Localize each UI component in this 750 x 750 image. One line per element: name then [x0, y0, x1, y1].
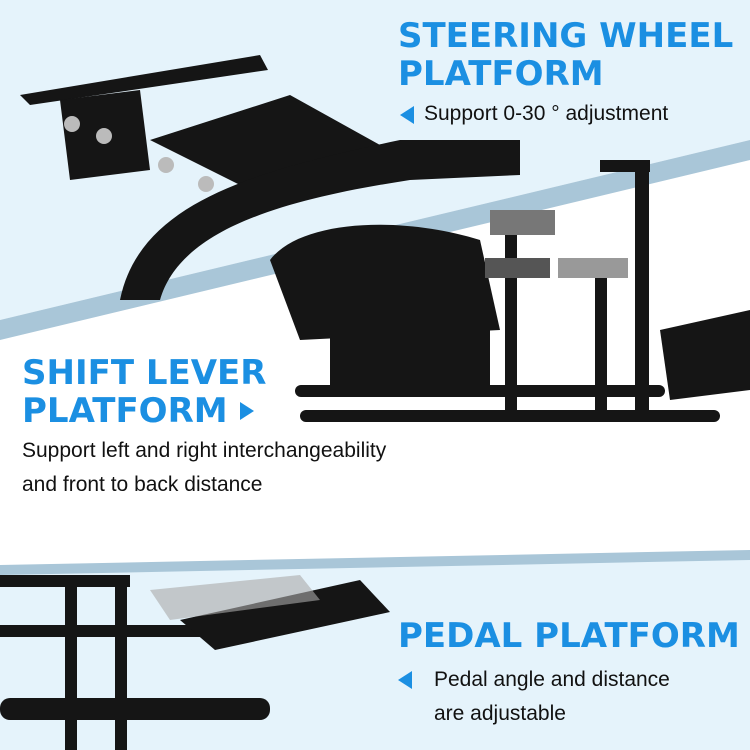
bottom-stripe — [0, 550, 750, 575]
pedal-desc-line1: Pedal angle and distance — [434, 668, 670, 691]
shift-desc-line1: Support left and right interchangeabilit… — [22, 439, 387, 462]
pedal-title: PEDAL PLATFORM — [398, 616, 740, 656]
steering-title-line2: PLATFORM — [398, 54, 604, 94]
triangle-right-icon — [240, 402, 254, 420]
pedal-desc-line2: are adjustable — [434, 702, 566, 725]
shift-desc-line2: and front to back distance — [22, 473, 263, 496]
steering-title-line1: STEERING WHEEL — [398, 16, 734, 56]
shift-title-line1: SHIFT LEVER — [22, 353, 267, 393]
pedal-platform — [0, 575, 390, 750]
shift-title-line2: PLATFORM — [22, 391, 228, 431]
seat-frame — [270, 160, 750, 422]
triangle-left-icon — [400, 106, 414, 124]
steering-platform — [20, 55, 520, 300]
triangle-left-icon — [398, 671, 412, 689]
steering-desc: Support 0-30 ° adjustment — [424, 102, 669, 125]
